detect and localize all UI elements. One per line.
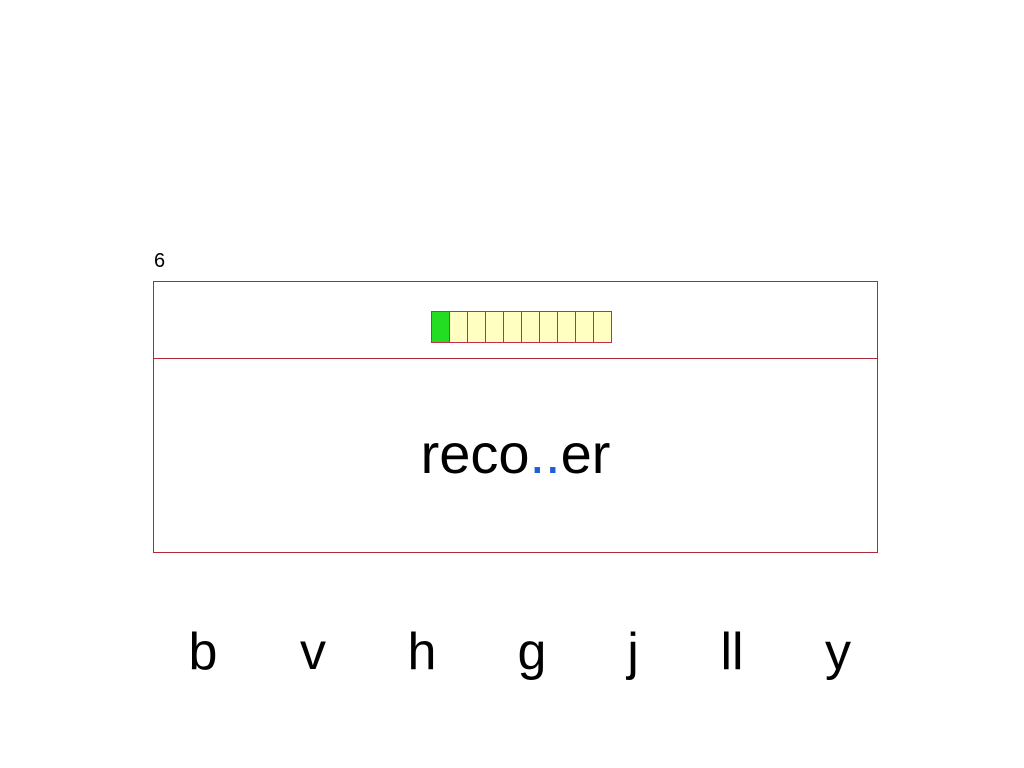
- progress-cell-completed: [431, 311, 450, 343]
- slide-number: 6: [154, 250, 166, 272]
- progress-cell-pending: [485, 311, 504, 343]
- option-h[interactable]: h: [407, 623, 437, 681]
- progress-cell-pending: [557, 311, 576, 343]
- word-suffix: er: [560, 421, 611, 485]
- progress-cell-pending: [449, 311, 468, 343]
- progress-cell-pending: [503, 311, 522, 343]
- target-word: reco..er: [421, 421, 611, 486]
- progress-cell-pending: [467, 311, 486, 343]
- word-gap: ..: [529, 421, 561, 485]
- option-j[interactable]: j: [627, 623, 639, 681]
- letter-options: b v h g j ll y: [150, 620, 870, 690]
- option-g[interactable]: g: [517, 623, 547, 681]
- progress-cell-pending: [521, 311, 540, 343]
- option-b[interactable]: b: [188, 623, 218, 681]
- progress-cell-pending: [575, 311, 594, 343]
- exercise-box: reco..er: [153, 281, 878, 553]
- progress-bar: [431, 311, 612, 343]
- word-prefix: reco: [420, 421, 530, 485]
- option-y[interactable]: y: [825, 623, 851, 681]
- progress-cell-pending: [593, 311, 612, 343]
- option-v[interactable]: v: [300, 623, 326, 681]
- word-row: reco..er: [154, 359, 877, 553]
- progress-row: [154, 282, 877, 359]
- progress-cell-pending: [539, 311, 558, 343]
- option-ll[interactable]: ll: [720, 623, 744, 681]
